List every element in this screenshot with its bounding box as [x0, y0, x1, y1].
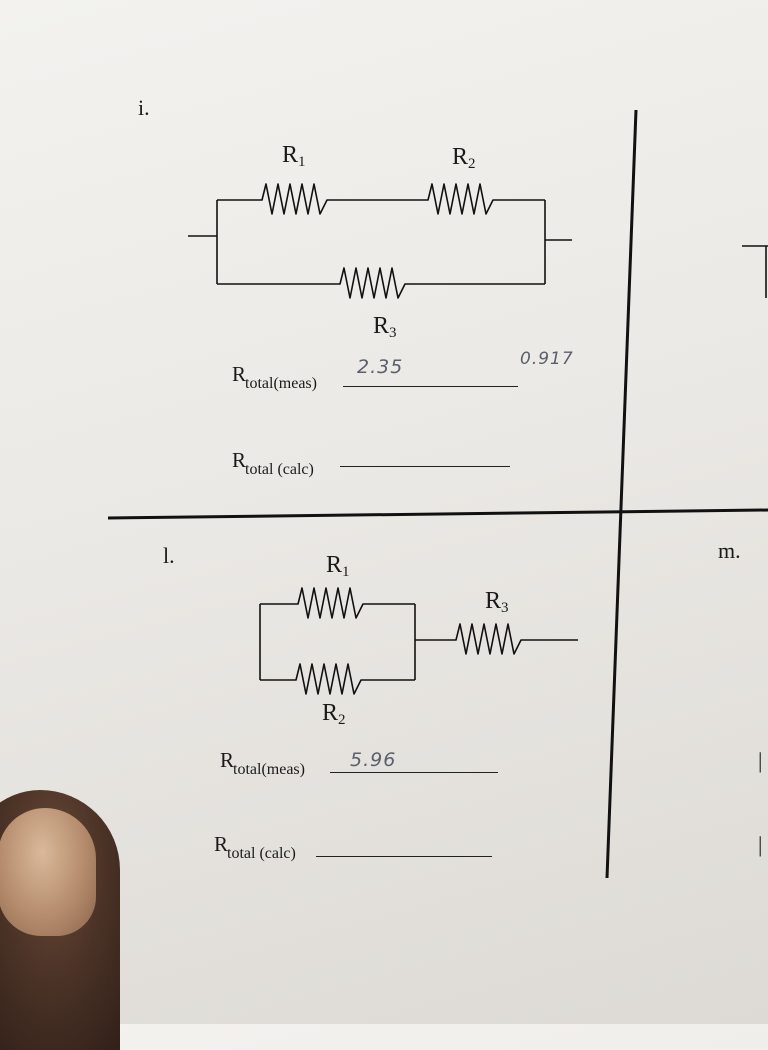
r2-label-l: R2	[322, 700, 346, 728]
problem-l-label: l.	[163, 543, 175, 568]
resistor-r1-r2-branch	[217, 183, 545, 215]
rtotal-meas-blank-i	[343, 386, 518, 387]
rtotal-meas-label-i: Rtotal(meas)	[232, 362, 317, 392]
resistor-r2	[260, 663, 415, 695]
vertical-divider	[605, 109, 638, 879]
rtotal-calc-blank-l	[316, 856, 492, 857]
worksheet-drawing	[107, 109, 768, 879]
resistor-r3-branch	[217, 267, 545, 299]
thumbnail	[0, 808, 96, 936]
resistor-r3	[415, 623, 578, 655]
handwritten-meas-l: 5.96	[350, 749, 397, 771]
circuit-l	[259, 587, 578, 695]
rtotal-calc-blank-i	[340, 466, 510, 467]
circuit-i	[188, 183, 572, 299]
r3-label-l: R3	[485, 588, 509, 616]
next-circuit-edge	[742, 245, 768, 298]
r2-label-i: R2	[452, 144, 476, 172]
handwritten-side-value: 0.917	[520, 349, 574, 369]
problem-i-label: i.	[138, 95, 150, 120]
resistor-r1	[260, 587, 415, 619]
problem-m-label: m.	[718, 538, 741, 563]
rtotal-meas-label-l: Rtotal(meas)	[220, 748, 305, 778]
edge-letter-1: |	[758, 748, 763, 773]
horizontal-divider	[107, 508, 768, 520]
r1-label-i: R1	[282, 142, 306, 170]
rtotal-calc-label-l: Rtotal (calc)	[214, 832, 296, 862]
r1-label-l: R1	[326, 552, 350, 580]
r3-label-i: R3	[373, 313, 397, 341]
handwritten-meas-i: 2.35	[357, 356, 404, 378]
rtotal-calc-label-i: Rtotal (calc)	[232, 448, 314, 478]
rtotal-meas-blank-l	[330, 772, 498, 773]
edge-letter-2: |	[758, 832, 763, 857]
